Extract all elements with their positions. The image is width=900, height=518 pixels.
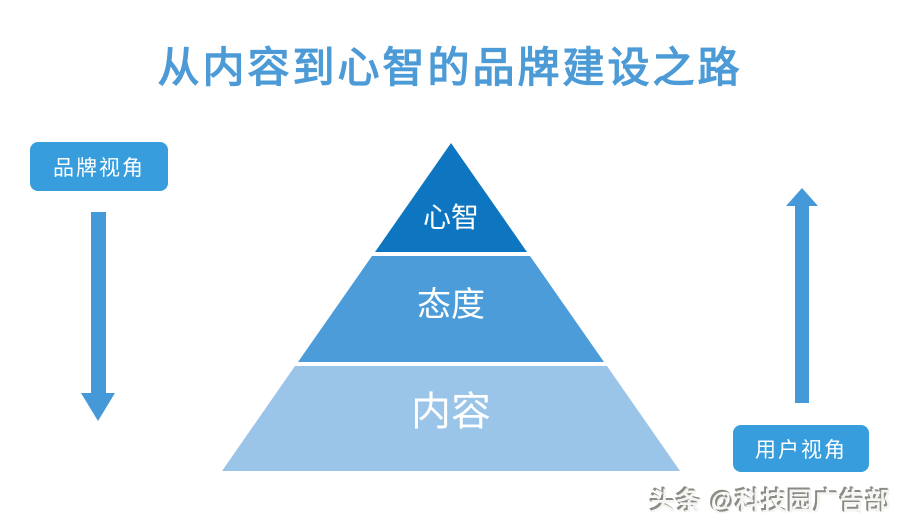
brand-perspective-label: 品牌视角 <box>53 156 145 180</box>
pyramid-layer-bottom-label: 内容 <box>411 390 491 434</box>
pyramid-layer-top-label: 心智 <box>423 202 479 233</box>
page-title: 从内容到心智的品牌建设之路 <box>157 44 743 91</box>
pyramid-layer-middle <box>298 256 604 362</box>
user-perspective-badge: 用户视角 <box>733 425 869 472</box>
brand-perspective-badge: 品牌视角 <box>30 142 168 191</box>
pyramid-layer-top <box>375 143 527 252</box>
down-arrow-icon <box>81 212 115 421</box>
up-arrow-icon <box>786 188 818 403</box>
pyramid-layer-bottom <box>222 366 680 471</box>
pyramid-diagram: 心智 态度 内容 <box>222 143 680 471</box>
watermark: 头条 @科技园广告部 <box>650 488 892 516</box>
user-perspective-label: 用户视角 <box>755 438 847 462</box>
pyramid-layer-middle-label: 态度 <box>417 286 485 324</box>
